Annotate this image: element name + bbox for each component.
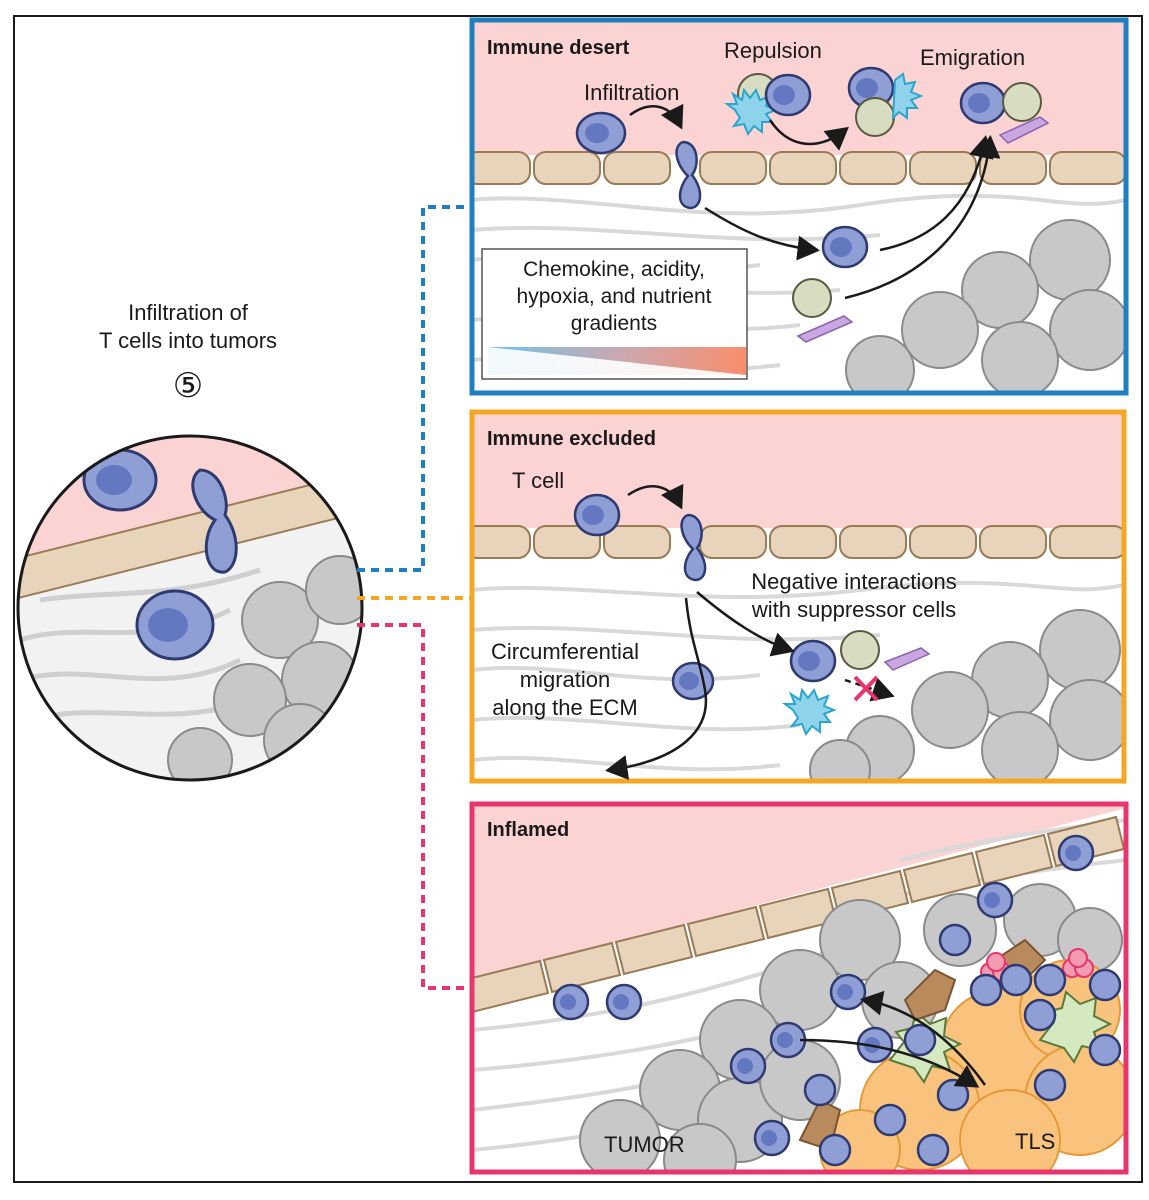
arrow-circumferential (605, 597, 708, 780)
myeloid-cell-icon (782, 687, 837, 737)
left-title-line2: T cells into tumors (99, 328, 277, 353)
suppressor-cell-icon (855, 97, 895, 137)
label-negative-line1: Negative interactions (751, 569, 956, 594)
label-circ-line3: along the ECM (492, 695, 638, 720)
block-x-icon (853, 675, 879, 702)
label-tumor: TUMOR (604, 1132, 685, 1157)
extravasating-tcell-icon (675, 140, 702, 210)
zoom-circle (18, 436, 362, 780)
gradient-label-line2: hypoxia, and nutrient (517, 285, 712, 308)
tcell-cluster (552, 834, 1122, 1167)
panel-immune-excluded: Immune excluded T cell Negative interact… (469, 409, 1127, 784)
gradient-label-line3: gradients (571, 312, 657, 335)
arrow-tumor-to-tls (799, 1038, 980, 1088)
panel-inflamed: Inflamed TUMOR TLS (469, 801, 1129, 1175)
outer-frame (13, 15, 1143, 1183)
fibroblast-icon (998, 116, 1050, 144)
label-circ-line2: migration (520, 667, 610, 692)
step-number-badge: ⑤ (173, 367, 203, 405)
myeloid-cell-icon (891, 72, 924, 121)
zoom-circle-border (16, 434, 364, 782)
label-infiltration: Infiltration (584, 80, 679, 105)
suppressor-cell-icon (1002, 82, 1042, 122)
arrow-infiltration (629, 103, 684, 130)
label-tls: TLS (1015, 1129, 1055, 1154)
suppressor-cell-icon (792, 278, 832, 318)
fibroblast-icon (796, 315, 854, 343)
arrow-to-suppressors (696, 591, 795, 657)
label-tcell: T cell (512, 468, 564, 493)
panel-desert-border (469, 17, 1129, 396)
suppressor-cell-icon (840, 630, 880, 670)
arrow-emigration-2 (844, 135, 1001, 300)
left-title-line1: Infiltration of (128, 300, 249, 325)
connector-desert (357, 205, 470, 572)
label-negative-line2: with suppressor cells (751, 597, 956, 622)
arrow-entry (627, 483, 684, 510)
extravasating-tcell-icon (680, 513, 707, 582)
connector-inflamed (357, 623, 470, 990)
label-circ-line1: Circumferential (491, 639, 639, 664)
fibroblast-icon (883, 647, 931, 671)
panel-immune-desert: Immune desert Infiltration Repulsion Emi… (469, 17, 1129, 396)
extravasating-tcell-icon (191, 468, 238, 574)
label-repulsion: Repulsion (724, 38, 822, 63)
panel-desert-title: Immune desert (487, 37, 630, 59)
arrow-emigration-1 (879, 135, 994, 252)
gradient-label-line1: Chemokine, acidity, (523, 258, 705, 281)
panel-excluded-title: Immune excluded (487, 428, 656, 450)
panel-inflamed-title: Inflamed (487, 819, 569, 841)
label-emigration: Emigration (920, 45, 1025, 70)
arrow-to-stroma (704, 206, 820, 261)
panel-excluded-border (469, 409, 1127, 784)
panel-inflamed-border (469, 801, 1129, 1175)
arrow-repulsion (768, 119, 849, 151)
